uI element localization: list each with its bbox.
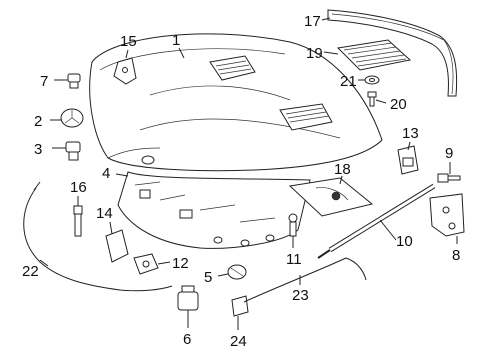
cable-bracket [105, 229, 129, 263]
hinge-bolt [437, 173, 461, 183]
callout-20: 20 [390, 96, 407, 113]
callout-14: 14 [96, 205, 113, 222]
hinge-mount [397, 145, 419, 175]
hood-hinge [429, 193, 465, 237]
callout-21: 21 [340, 73, 357, 90]
hood-panel [89, 33, 383, 172]
secondary-cable [243, 257, 367, 303]
grommet [231, 295, 249, 317]
emblem [60, 108, 84, 128]
callout-6: 6 [183, 331, 191, 348]
callout-15: 15 [120, 33, 137, 50]
latch-plate [288, 177, 374, 217]
callout-1: 1 [172, 32, 180, 49]
callout-2: 2 [34, 113, 42, 130]
hood-inner-frame [117, 171, 311, 249]
callout-4: 4 [102, 165, 110, 182]
hood-seal [327, 9, 458, 97]
hood-vent-lower [279, 103, 333, 131]
callout-10: 10 [396, 233, 413, 250]
gas-strut [317, 183, 436, 259]
callout-22: 22 [22, 263, 39, 280]
callout-11: 11 [286, 251, 302, 268]
hood-vent-upper [209, 55, 256, 81]
callout-23: 23 [292, 287, 309, 304]
hinge-bracket [113, 57, 137, 85]
rubber-bumper [67, 73, 81, 89]
ball-stud [288, 213, 298, 237]
bolt [367, 91, 377, 107]
hood-buffer [177, 285, 199, 311]
plug [65, 141, 81, 161]
callout-16: 16 [70, 179, 87, 196]
callout-13: 13 [402, 125, 419, 142]
vent-grille [336, 39, 412, 71]
stud [73, 205, 83, 237]
callout-8: 8 [452, 247, 460, 264]
callout-17: 17 [304, 13, 321, 30]
clip [227, 264, 247, 280]
leader-lines [39, 17, 458, 330]
callout-12: 12 [172, 255, 189, 272]
release-cable [23, 187, 173, 292]
callout-5: 5 [204, 269, 212, 286]
callout-24: 24 [230, 333, 247, 350]
latch-base [133, 253, 159, 275]
callout-3: 3 [34, 141, 42, 158]
callout-9: 9 [445, 145, 453, 162]
callout-7: 7 [40, 73, 48, 90]
callout-19: 19 [306, 45, 323, 62]
callout-18: 18 [334, 161, 351, 178]
